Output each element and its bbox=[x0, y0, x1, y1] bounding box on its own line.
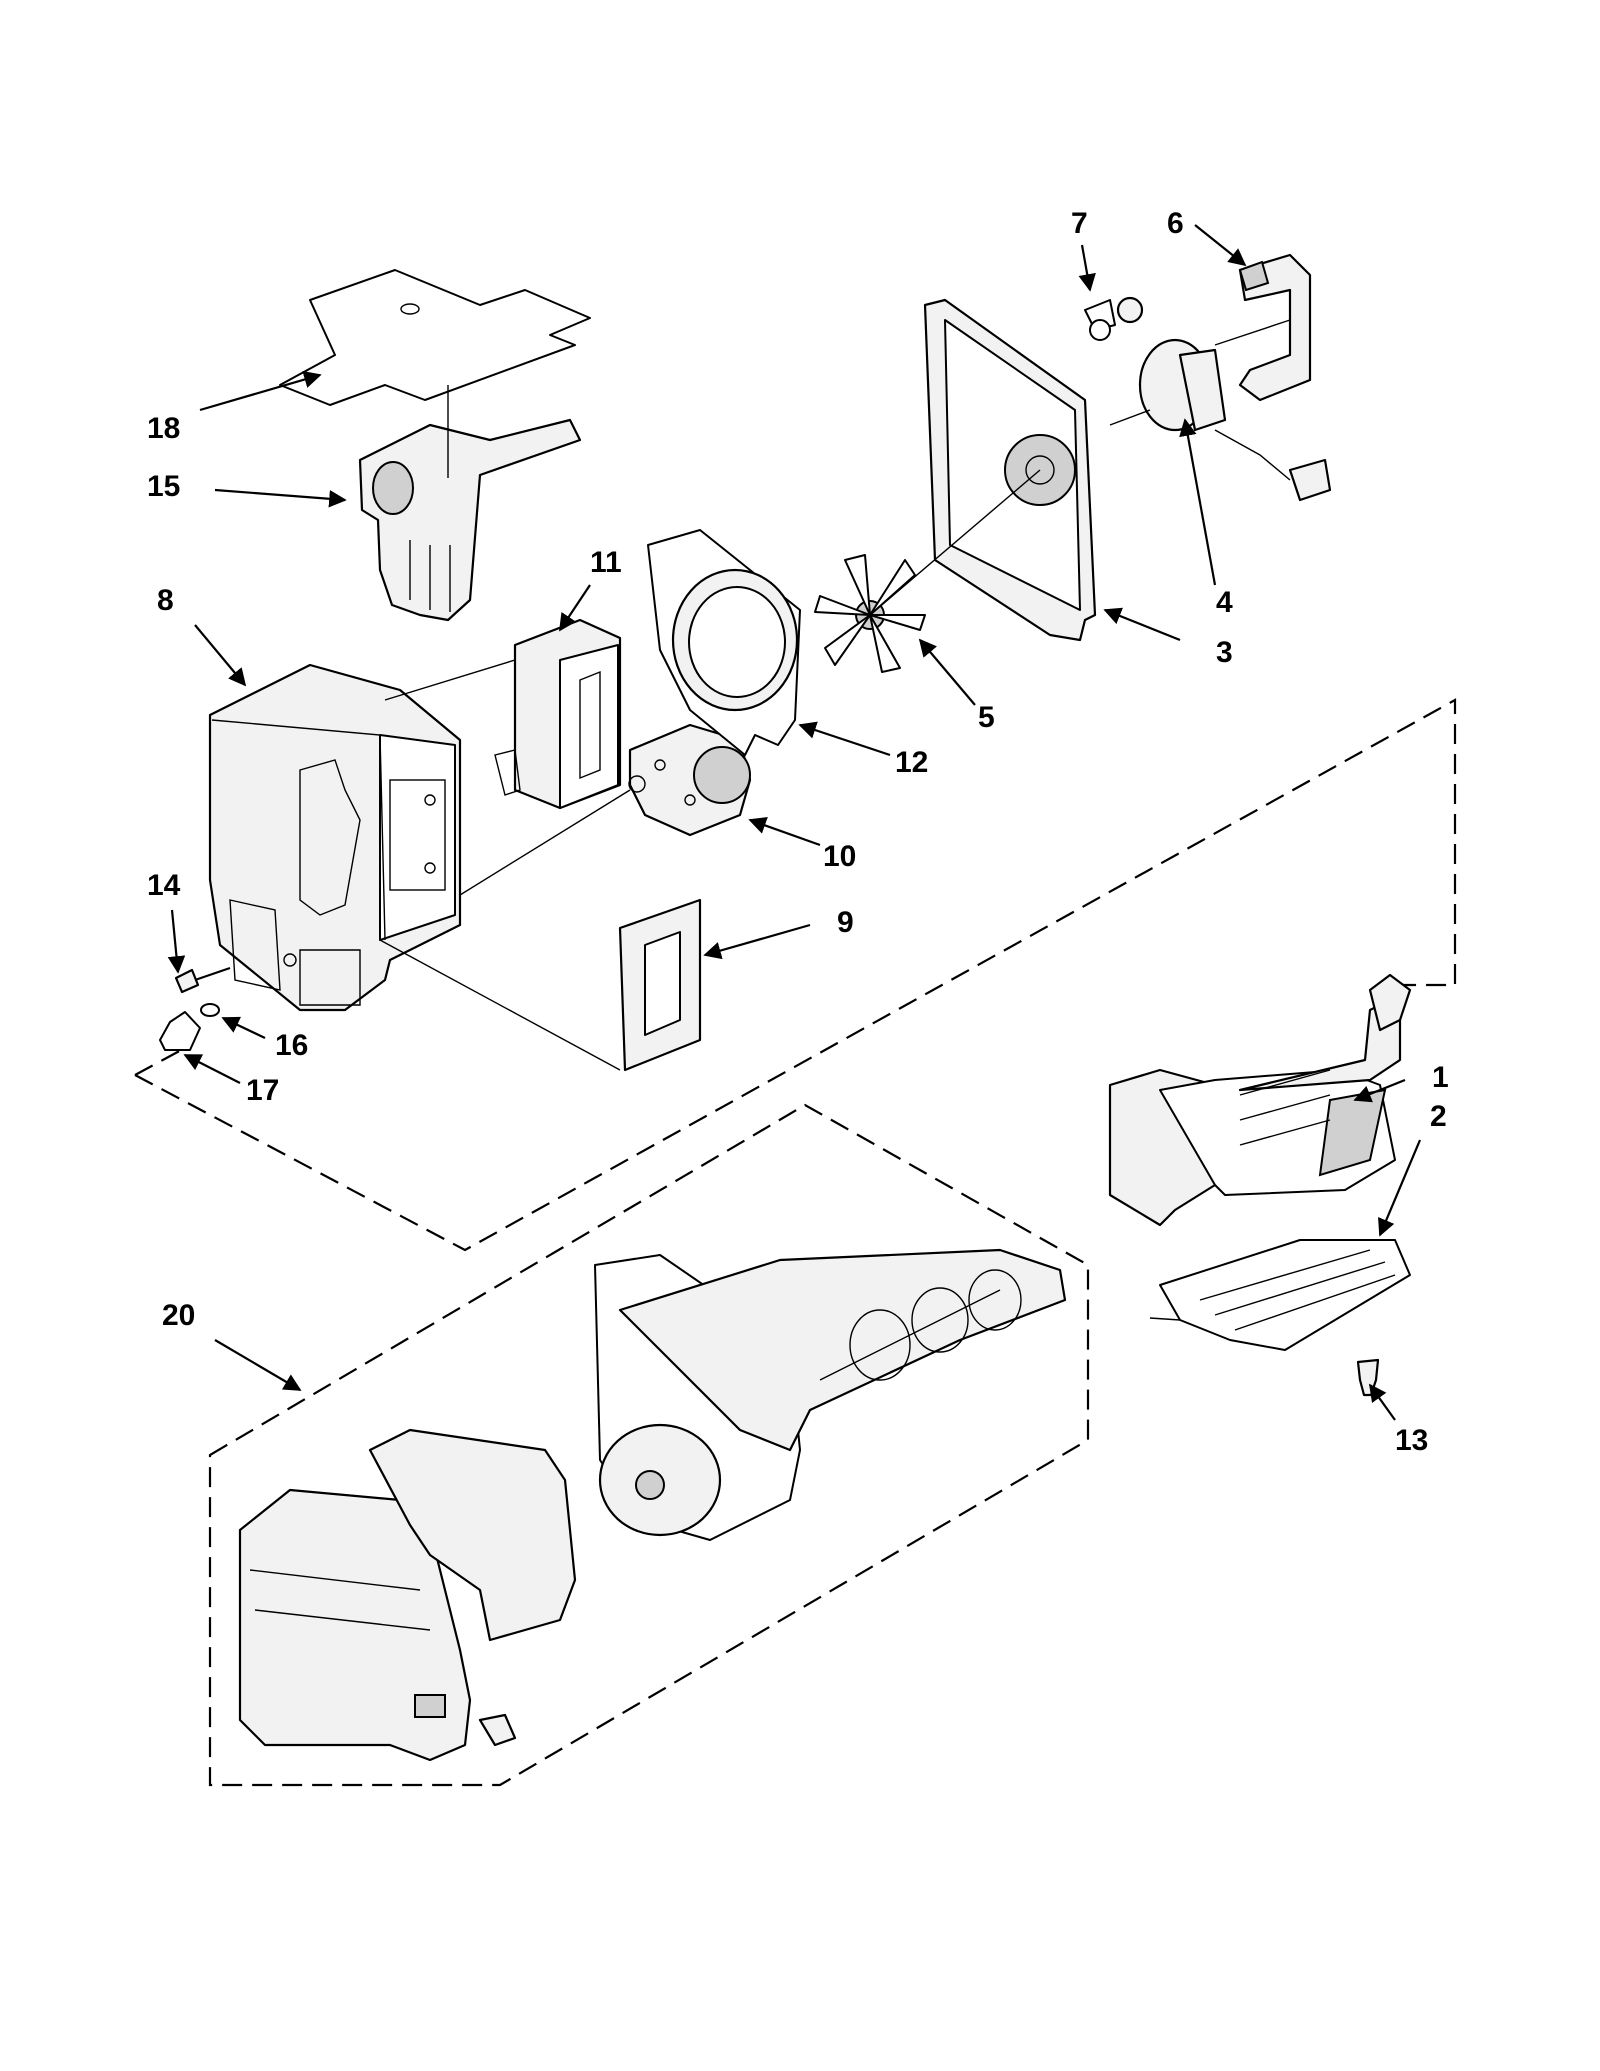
part-1-icemaker bbox=[1108, 973, 1412, 1227]
callout-1: 1 bbox=[1432, 1061, 1449, 1094]
assembly-outline-20 bbox=[208, 1103, 1090, 1787]
part-12-fan-shroud bbox=[647, 529, 801, 756]
callout-9: 9 bbox=[837, 906, 854, 939]
callout-6: 6 bbox=[1167, 207, 1184, 240]
part-14-screw bbox=[174, 966, 231, 994]
part-8-ice-housing bbox=[208, 663, 462, 1012]
part-11-motor-cover bbox=[494, 618, 622, 810]
callout-4: 4 bbox=[1216, 586, 1233, 619]
part-2-ice-tray bbox=[1149, 1239, 1411, 1351]
part-15-duct bbox=[358, 385, 582, 622]
callout-18: 18 bbox=[147, 412, 180, 445]
callout-20: 20 bbox=[162, 1299, 195, 1332]
callout-5: 5 bbox=[978, 701, 995, 734]
callout-2: 2 bbox=[1430, 1100, 1447, 1133]
callout-14: 14 bbox=[147, 869, 181, 902]
callout-13: 13 bbox=[1395, 1424, 1428, 1457]
callout-17: 17 bbox=[246, 1074, 279, 1107]
assembly-outline-upper bbox=[134, 698, 1457, 1252]
part-18-insulation-sheet bbox=[279, 269, 591, 406]
part-10-auger-motor bbox=[628, 723, 752, 837]
part-7-clamp bbox=[1084, 296, 1144, 341]
part-9-gasket bbox=[379, 659, 702, 1072]
callout-7: 7 bbox=[1071, 207, 1088, 240]
part-3-fan-housing bbox=[869, 298, 1097, 642]
callout-10: 10 bbox=[823, 840, 856, 873]
part-17-clip bbox=[159, 1011, 201, 1051]
callout-3: 3 bbox=[1216, 636, 1233, 669]
part-20-ice-bin bbox=[238, 1248, 1067, 1762]
callout-leaders bbox=[167, 224, 1422, 1421]
part-4-fan-motor bbox=[1109, 338, 1332, 502]
part-5-fan-blade bbox=[814, 554, 926, 673]
callout-8: 8 bbox=[157, 584, 174, 617]
part-6-bracket bbox=[1214, 253, 1312, 402]
callout-labels: 1 2 3 4 5 6 7 8 9 10 11 12 13 14 15 16 1… bbox=[147, 207, 1449, 1457]
part-16-washer bbox=[200, 1003, 220, 1017]
callout-15: 15 bbox=[147, 470, 180, 503]
callout-16: 16 bbox=[275, 1029, 308, 1062]
callout-12: 12 bbox=[895, 746, 928, 779]
callout-11: 11 bbox=[590, 546, 622, 579]
part-13-screw bbox=[1356, 1358, 1380, 1397]
